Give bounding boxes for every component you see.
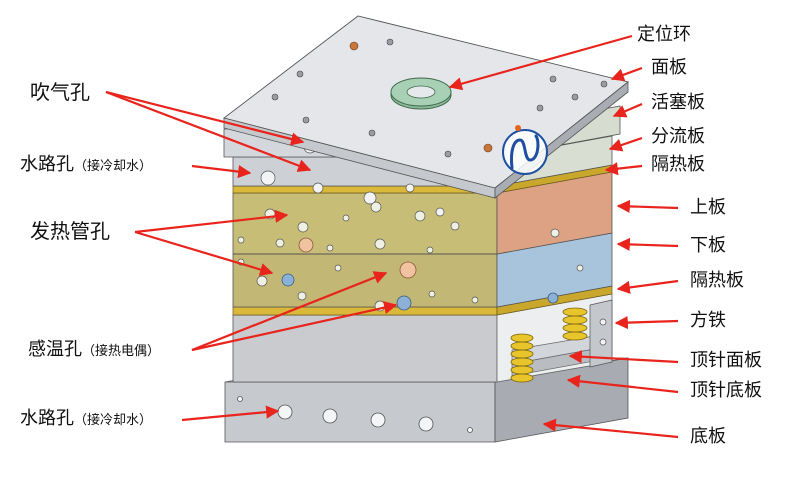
upper-plate (232, 171, 613, 255)
locating-ring (390, 77, 452, 110)
sensor-holes (281, 273, 559, 311)
label-insulation-plate-bottom: 隔热板 (690, 270, 744, 291)
label-insulation-plate-top: 隔热板 (651, 154, 705, 175)
arrow-air-hole-1 (105, 90, 305, 146)
arrow-heater-2 (134, 230, 274, 276)
label-manifold-plate: 分流板 (651, 126, 705, 147)
arrow-bottom-plate (542, 418, 679, 439)
label-ejector-base-plate: 顶针底板 (690, 380, 762, 401)
arrow-manifold-plate (608, 136, 643, 152)
arrow-piston-plate (612, 102, 643, 118)
arrow-sensor-2 (191, 301, 398, 352)
arrow-insulation-top (604, 162, 643, 176)
arrow-lower-plate (616, 237, 679, 251)
arrow-locating-ring (448, 34, 633, 91)
arrow-air-hole-2 (105, 90, 312, 172)
label-lower-plate: 下板 (690, 235, 726, 256)
label-spacer-block: 方铁 (690, 310, 726, 331)
arrow-face-plate (610, 66, 643, 82)
label-air-hole: 吹气孔 (30, 80, 90, 104)
plate-holes (237, 201, 584, 312)
ejector-area (496, 293, 613, 383)
spacer-block-front (232, 314, 498, 383)
arrow-ejector-base (566, 374, 679, 394)
arrow-insulation-bottom (616, 279, 679, 294)
label-face-plate: 面板 (651, 57, 687, 78)
label-water-hole-top: 水路孔（接冷却水） (20, 154, 153, 175)
arrow-upper-plate (616, 199, 679, 213)
label-water-hole-bottom: 水路孔（接冷却水） (20, 408, 153, 429)
arrow-sensor-1 (191, 271, 388, 352)
arrow-ejector-retainer (568, 350, 679, 364)
label-sensor-hole: 感温孔（接热电偶） (28, 339, 161, 360)
label-heater-hole: 发热管孔 (30, 219, 110, 243)
label-ejector-retainer-plate: 顶针面板 (690, 350, 762, 371)
arrow-spacer-block (614, 316, 679, 330)
heater-holes (298, 237, 417, 279)
label-locating-ring: 定位环 (637, 24, 691, 45)
logo-icon (502, 125, 548, 175)
label-upper-plate: 上板 (690, 197, 726, 218)
callout-arrows (105, 34, 679, 439)
springs (510, 307, 588, 383)
arrow-water-bottom (181, 405, 280, 422)
arrow-heater-1 (134, 209, 289, 234)
arrow-water-top (191, 164, 252, 179)
label-bottom-plate: 底板 (690, 426, 726, 447)
label-piston-plate: 活塞板 (651, 92, 705, 113)
